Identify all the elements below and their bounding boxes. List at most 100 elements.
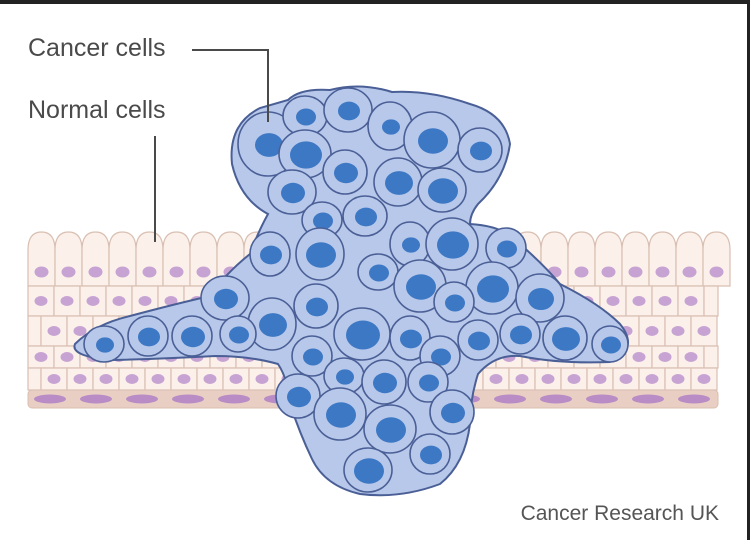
normal-cell-nucleus [99,374,113,384]
normal-cell-nucleus [567,374,581,384]
cancer-mass-outline [73,85,629,497]
normal-cell [703,345,719,369]
normal-cell-nucleus [709,266,724,278]
cancer-cell-nucleus [445,294,465,312]
basal-cell-nucleus [126,394,158,404]
cancer-cell-nucleus [346,320,380,350]
basal-cell-nucleus [678,394,710,404]
cancer-cell-nucleus [428,178,458,204]
basal-cell-nucleus [80,394,112,404]
cancer-cell-nucleus [259,313,287,337]
cancer-cell-nucleus [373,372,397,394]
normal-cell-nucleus [177,374,191,384]
cancer-cell-nucleus [255,133,283,157]
normal-cell-nucleus [606,296,620,306]
normal-cell-nucleus [60,352,74,362]
cancer-cell-nucleus [306,242,336,268]
cancer-cells [83,87,629,493]
basal-cell-nucleus [586,394,618,404]
normal-cell-nucleus [196,266,211,278]
cancer-cell-nucleus [400,329,422,349]
normal-cell-nucleus [632,296,646,306]
normal-cell [648,231,677,287]
normal-cell [702,231,731,287]
cancer-cell-nucleus [229,326,249,344]
cancer-cell-nucleus [382,119,400,135]
normal-cell-nucleus [655,266,670,278]
normal-cell [79,285,107,317]
normal-cells-label: Normal cells [28,96,166,124]
normal-cell-nucleus [164,296,178,306]
cancer-cell-nucleus [369,264,389,282]
normal-cell-nucleus [86,296,100,306]
cancer-cell-nucleus [306,297,328,317]
cancer-cell-nucleus [441,402,465,424]
basal-cell-nucleus [172,394,204,404]
normal-cell-nucleus [61,266,76,278]
cancer-cell-nucleus [303,348,323,366]
cancer-cell-nucleus [355,207,377,227]
cancer-cell-nucleus [287,386,311,408]
normal-cell-nucleus [151,374,165,384]
normal-cell-nucleus [169,266,184,278]
normal-cell [27,367,42,391]
normal-cell-nucleus [645,326,659,336]
normal-cell-nucleus [682,266,697,278]
normal-cell-nucleus [489,374,503,384]
cancer-cells-leader-line [192,49,269,122]
cancer-cell-nucleus [552,327,580,351]
normal-cell-nucleus [671,326,685,336]
cancer-cell-nucleus [376,417,406,443]
cancer-cell-nucleus [437,231,469,259]
cancer-cell-nucleus [281,182,305,204]
cancer-cell-nucleus [420,445,442,465]
normal-cell [594,231,623,287]
cancer-cell-nucleus [354,458,384,484]
cancer-cell-nucleus [470,141,492,161]
normal-cell [27,231,56,287]
cancer-cell-nucleus [338,101,360,121]
normal-cell-nucleus [515,374,529,384]
normal-cell-nucleus [697,374,711,384]
cancer-cells-label: Cancer cells [28,34,166,62]
normal-cell-nucleus [34,296,48,306]
normal-cell-nucleus [541,374,555,384]
normal-cell-nucleus [601,266,616,278]
normal-cell [108,231,137,287]
cancer-cell-nucleus [138,327,160,347]
cancer-cell-nucleus [290,141,322,169]
cancer-cell-nucleus [313,212,333,230]
normal-cell-nucleus [112,296,126,306]
cancer-cell-nucleus [96,337,114,353]
normal-cell [54,231,83,287]
normal-cell [621,231,650,287]
cancer-cell-nucleus [336,369,354,385]
normal-cell-nucleus [73,326,87,336]
normal-cell-nucleus [619,374,633,384]
basal-cell-nucleus [218,394,250,404]
normal-cell [675,231,704,287]
cancer-cell-nucleus [468,331,490,351]
normal-cell-nucleus [684,296,698,306]
normal-cell-nucleus [138,296,152,306]
cancer-cell-nucleus [214,288,238,310]
normal-cell-nucleus [671,374,685,384]
normal-cell-nucleus [203,374,217,384]
cancer-cell-nucleus [402,237,420,253]
normal-cell-nucleus [47,374,61,384]
normal-cell-nucleus [658,296,672,306]
normal-cell-nucleus [34,352,48,362]
normal-cell-nucleus [73,374,87,384]
normal-cell-nucleus [229,374,243,384]
normal-cell [135,231,164,287]
normal-cell [703,285,719,317]
normal-cell-nucleus [645,374,659,384]
cancer-cell-nucleus [181,326,205,348]
credit-text: Cancer Research UK [520,502,719,525]
cancer-mass [73,85,629,497]
normal-cell [81,231,110,287]
cancer-cell-nucleus [334,162,358,184]
normal-cell-nucleus [60,296,74,306]
cancer-cell-nucleus [431,348,451,366]
